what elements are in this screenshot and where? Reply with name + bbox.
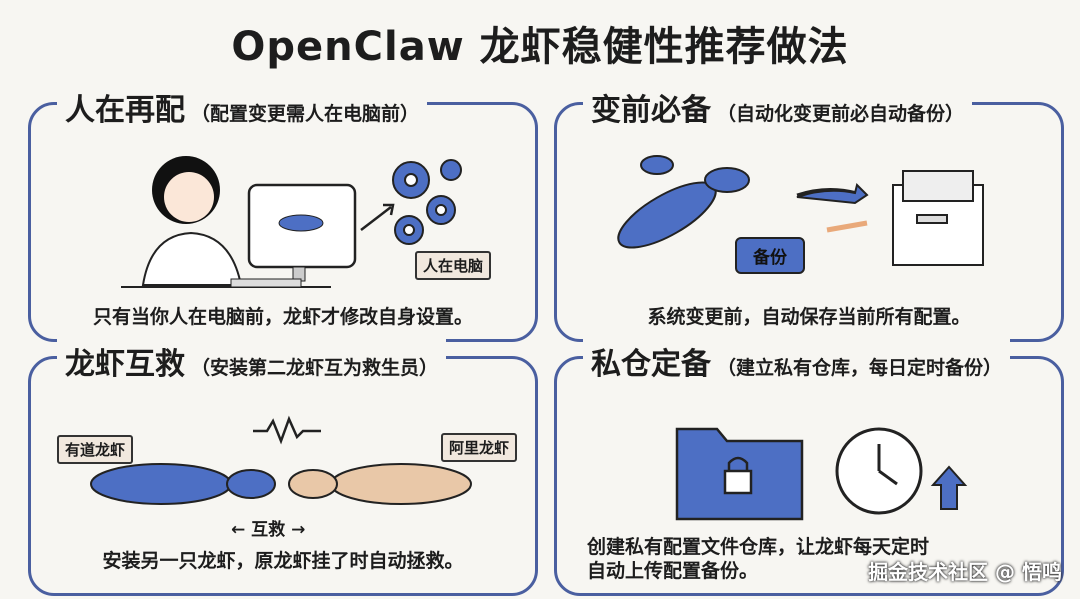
caption-line: 自动上传配置备份。 [587,560,759,582]
panel-title: 龙虾互救 [65,347,185,382]
page-title: OpenClaw 龙虾稳健性推荐做法 [231,24,849,70]
private-repo-illustration [675,427,968,521]
panel-human-present: 人在再配 （配置变更需人在电脑前） 人在电脑 只有当你人在电脑前，龙虾才修改自身设… [28,85,538,342]
panel-backup-before-change: 变前必备 （自动化变更前必自动备份） 备份 系统变更前，自动保存当前所有配置。 [554,85,1064,342]
backup-button[interactable]: 备份 [735,237,805,274]
blue-lobster-icon [617,155,750,249]
upload-arrow-icon [930,465,968,510]
panel-caption: 只有当你人在电脑前，龙虾才修改自身设置。 [92,306,473,328]
tag-youdao-lobster: 有道龙虾 [57,435,134,464]
panel-subtitle: （自动化变更前必自动备份） [717,103,965,125]
panel-header: 人在再配 （配置变更需人在电脑前） [57,85,428,129]
tag-ali-lobster: 阿里龙虾 [441,433,518,462]
panel-header: 龙虾互救 （安装第二龙虾互为救生员） [57,339,447,383]
panel-subtitle: （配置变更需人在电脑前） [191,103,420,125]
panel-caption: 创建私有配置文件仓库，让龙虾每天定时 自动上传配置备份。 [587,535,1027,583]
caption-line: 创建私有配置文件仓库，让龙虾每天定时 [587,536,930,558]
arrow-icon [796,183,869,205]
panel-lobster-mutual-rescue: 龙虾互救 （安装第二龙虾互为救生员） 有道龙虾 阿里龙虾 ← 互救 → 安装另一只… [28,339,538,596]
panel-title: 私仓定备 [591,347,711,382]
panel-subtitle: （安装第二龙虾互为救生员） [191,357,439,379]
arrow-icon [360,206,392,231]
tan-lobster-icon [288,463,472,505]
person-at-computer-illustration [121,156,462,288]
watermark: 掘金技术社区 @ 悟鸣 [868,560,1062,584]
panel-subtitle: （建立私有仓库，每日定时备份） [717,357,1003,379]
gears-icon [392,159,462,245]
blue-lobster-icon [90,463,276,505]
lobster-backup-illustration [617,155,984,266]
panel-header: 变前必备 （自动化变更前必自动备份） [583,85,973,129]
mutual-rescue-label: ← 互救 → [231,520,306,540]
panel-caption: 安装另一只龙虾，原龙虾挂了时自动拯救。 [102,550,464,572]
locked-folder-icon [675,427,804,521]
tag-human-present: 人在电脑 [415,251,492,280]
panel-caption: 系统变更前，自动保存当前所有配置。 [647,306,971,328]
girl-face-icon [164,172,214,222]
file-cabinet-icon [892,170,984,266]
heartbeat-icon [253,415,321,445]
clock-icon [835,427,923,515]
panel-title: 变前必备 [591,93,711,128]
girl-body-icon [141,231,243,286]
two-lobsters-illustration [90,415,472,505]
arrow-icon [826,220,868,233]
lobster-on-screen-icon [278,214,324,232]
panel-private-repo-backup: 私仓定备 （建立私有仓库，每日定时备份） 创建私有配置文件仓库，让龙虾每天定时 自… [554,339,1064,596]
panel-title: 人在再配 [65,93,185,128]
panel-header: 私仓定备 （建立私有仓库，每日定时备份） [583,339,1011,383]
